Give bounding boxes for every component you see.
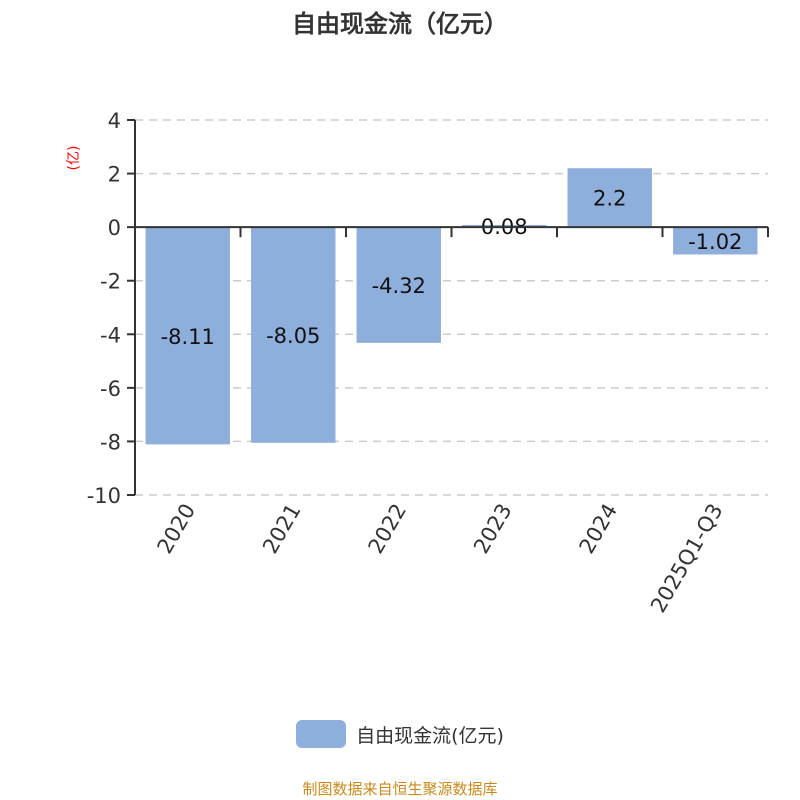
y-tick-label: 2 — [108, 163, 121, 187]
y-tick-label: -4 — [100, 323, 121, 347]
bar-value-label: -4.32 — [372, 274, 426, 298]
x-tick-label: 2025Q1-Q3 — [646, 500, 728, 617]
y-tick-label: -10 — [87, 484, 121, 508]
bar-value-label: -1.02 — [688, 230, 742, 254]
bar — [462, 225, 547, 228]
x-tick-label: 2023 — [469, 500, 517, 558]
bar — [251, 227, 336, 443]
legend[interactable]: 自由现金流(亿元) — [0, 720, 800, 748]
chart-title: 自由现金流（亿元） — [292, 10, 508, 38]
y-axis-label: (亿) — [66, 146, 82, 171]
x-tick-label: 2024 — [575, 500, 623, 558]
x-tick-label: 2020 — [153, 500, 201, 558]
y-tick-label: 4 — [108, 109, 121, 133]
bar — [356, 227, 441, 343]
legend-label: 自由现金流(亿元) — [356, 724, 504, 747]
bar-value-label: -8.11 — [161, 325, 215, 349]
y-tick-label: -8 — [100, 430, 121, 454]
bar-value-label: -8.05 — [266, 324, 320, 348]
y-tick-label: 0 — [108, 216, 121, 240]
y-tick-label: -2 — [100, 270, 121, 294]
x-tick-label: 2021 — [258, 500, 306, 558]
bar — [567, 168, 652, 228]
bar — [673, 227, 758, 255]
legend-swatch — [296, 720, 347, 748]
bar-value-label: 2.2 — [593, 187, 626, 211]
bar — [145, 227, 230, 445]
y-tick-label: -6 — [100, 377, 121, 401]
x-tick-label: 2022 — [364, 500, 412, 558]
source-note: 制图数据来自恒生聚源数据库 — [302, 780, 498, 798]
